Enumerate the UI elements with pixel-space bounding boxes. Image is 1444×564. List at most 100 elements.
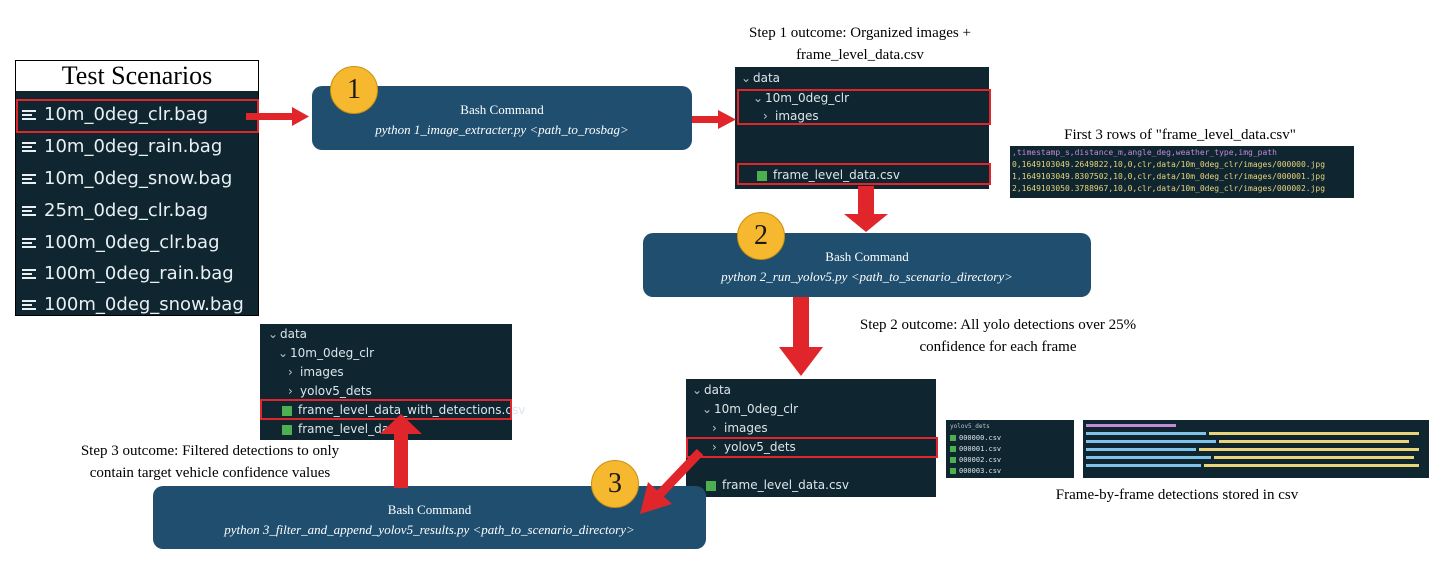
step3-badge: 3 (591, 460, 639, 508)
arrow-right (246, 107, 309, 126)
csv-preview-panel: ,timestamp_s,distance_m,angle_deg,weathe… (1010, 146, 1354, 198)
step2-explorer-panel: ⌄data ⌄10m_0deg_clr ›images ›yolov5_dets… (686, 379, 938, 497)
chevron-down-icon: ⌄ (753, 91, 764, 105)
dets-folder-header: yolov5_dets (950, 423, 990, 430)
dets-csv-content-panel (1083, 420, 1429, 478)
step3-outcome-caption: Step 3 outcome: Filtered detections to o… (80, 443, 340, 481)
test-scenarios-title: Test Scenarios (16, 61, 258, 91)
chevron-down-icon: ⌄ (741, 71, 752, 85)
arrow-right (692, 110, 736, 129)
det-file-item[interactable]: 000001.csv (950, 443, 1001, 455)
chevron-right-icon: › (288, 384, 293, 398)
file-lines-icon (22, 299, 36, 311)
scenario-item[interactable]: 10m_0deg_clr.bag (22, 101, 208, 129)
detections-csv-highlight (260, 399, 512, 420)
csv-row-mark (1209, 432, 1419, 435)
step1-command-text: python 1_image_extracter.py <path_to_ros… (375, 122, 629, 137)
file-lines-icon (22, 237, 36, 249)
chevron-down-icon: ⌄ (268, 327, 279, 341)
scenario-item[interactable]: 100m_0deg_clr.bag (22, 229, 220, 257)
csv-file-highlight (737, 163, 991, 185)
csv-file-icon (950, 446, 956, 452)
tree-frame-level-csv[interactable]: frame_level_data (282, 420, 401, 438)
csv-data-row: 1,1649103049.8307502,10,0,clr,data/10m_0… (1012, 172, 1326, 181)
step1-badge: 1 (330, 66, 378, 114)
step1-outcome-caption: Step 1 outcome: Organized images + frame… (749, 25, 971, 63)
scenario-item[interactable]: 10m_0deg_snow.bag (22, 165, 232, 193)
csv-row-mark (1204, 464, 1419, 467)
tree-data-folder[interactable]: ⌄data (692, 383, 732, 397)
tree-scenario-folder[interactable]: ⌄10m_0deg_clr (753, 91, 850, 105)
csv-preview-title: First 3 rows of "frame_level_data.csv" (1064, 127, 1296, 143)
csv-file-icon (282, 405, 292, 416)
tree-frame-level-csv[interactable]: frame_level_data.csv (757, 166, 900, 184)
tree-scenario-folder[interactable]: ⌄10m_0deg_clr (702, 402, 799, 416)
tree-scenario-folder[interactable]: ⌄10m_0deg_clr (278, 346, 375, 360)
scenario-folder-highlight (737, 89, 991, 125)
csv-row-mark (1086, 448, 1196, 451)
tree-frame-level-csv[interactable]: frame_level_data.csv (706, 476, 849, 494)
tree-images-folder[interactable]: ›images (763, 109, 819, 123)
step3-command-title: Bash Command (387, 502, 472, 517)
file-lines-icon (22, 173, 36, 185)
chevron-right-icon: › (288, 365, 293, 379)
tree-yolov5-dets-folder[interactable]: ›yolov5_dets (288, 384, 372, 398)
arrow-down (779, 297, 823, 376)
det-file-item[interactable]: 000002.csv (950, 454, 1001, 466)
tree-frame-level-detections-csv[interactable]: frame_level_data_with_detections.csv (282, 401, 525, 419)
detections-csv-text-image (1086, 424, 1419, 467)
step1-command-title: Bash Command (460, 102, 544, 117)
scenario-item[interactable]: 10m_0deg_rain.bag (22, 133, 222, 161)
csv-row-mark (1214, 456, 1414, 459)
csv-data-row: 0,1649103049.2649822,10,0,clr,data/10m_0… (1012, 160, 1326, 169)
csv-file-icon (282, 424, 292, 435)
scenario-item[interactable]: 100m_0deg_rain.bag (22, 260, 234, 288)
arrow-up (380, 414, 422, 488)
step3-command-text: python 3_filter_and_append_yolov5_result… (224, 522, 635, 537)
csv-file-icon (950, 468, 956, 474)
chevron-right-icon: › (712, 440, 717, 454)
tree-images-folder[interactable]: ›images (712, 421, 768, 435)
tree-data-folder[interactable]: ⌄data (741, 71, 781, 85)
step3-explorer-panel: ⌄data ⌄10m_0deg_clr ›images ›yolov5_dets… (260, 324, 525, 440)
file-lines-icon (22, 205, 36, 217)
step2-outcome-caption: Step 2 outcome: All yolo detections over… (859, 317, 1137, 355)
step1-explorer-panel: ⌄data ⌄10m_0deg_clr ›images frame_level_… (735, 67, 991, 189)
file-lines-icon (22, 268, 36, 280)
tree-yolov5-dets-folder[interactable]: ›yolov5_dets (712, 440, 796, 454)
step2-command-title: Bash Command (825, 249, 909, 264)
step2-command-text: python 2_run_yolov5.py <path_to_scenario… (721, 269, 1013, 284)
csv-row-mark (1199, 448, 1419, 451)
yolov5-dets-highlight (686, 437, 938, 458)
csv-file-icon (706, 480, 716, 491)
file-lines-icon (22, 109, 36, 121)
det-file-item[interactable]: 000000.csv (950, 432, 1001, 444)
csv-file-icon (950, 435, 956, 441)
tree-images-folder[interactable]: ›images (288, 365, 344, 379)
chevron-right-icon: › (763, 109, 768, 123)
chevron-down-icon: ⌄ (702, 402, 713, 416)
scenario-item[interactable]: 25m_0deg_clr.bag (22, 197, 208, 225)
csv-row-mark (1086, 432, 1206, 435)
tree-data-folder[interactable]: ⌄data (268, 327, 308, 341)
dets-caption: Frame-by-frame detections stored in csv (1055, 487, 1299, 503)
step2-command-box: Bash Command python 2_run_yolov5.py <pat… (643, 233, 1091, 297)
dets-file-panel: yolov5_dets 000000.csv 000001.csv 000002… (946, 420, 1074, 478)
chevron-down-icon: ⌄ (278, 346, 289, 360)
csv-data-row: 2,1649103050.3788967,10,0,clr,data/10m_0… (1012, 184, 1326, 193)
csv-header-row: ,timestamp_s,distance_m,angle_deg,weathe… (1012, 148, 1277, 157)
file-lines-icon (22, 141, 36, 153)
step2-badge: 2 (737, 212, 785, 260)
arrow-down (844, 186, 888, 232)
chevron-down-icon: ⌄ (692, 383, 703, 397)
scenario-item[interactable]: 100m_0deg_snow.bag (22, 291, 244, 319)
csv-row-mark (1086, 456, 1211, 459)
csv-row-mark (1086, 440, 1216, 443)
csv-row-mark (1219, 440, 1409, 443)
det-file-item[interactable]: 000003.csv (950, 465, 1001, 477)
test-scenarios-panel: Test Scenarios 10m_0deg_clr.bag 10m_0deg… (15, 60, 259, 316)
csv-file-icon (757, 170, 767, 181)
csv-file-icon (950, 457, 956, 463)
csv-row-mark (1086, 464, 1201, 467)
